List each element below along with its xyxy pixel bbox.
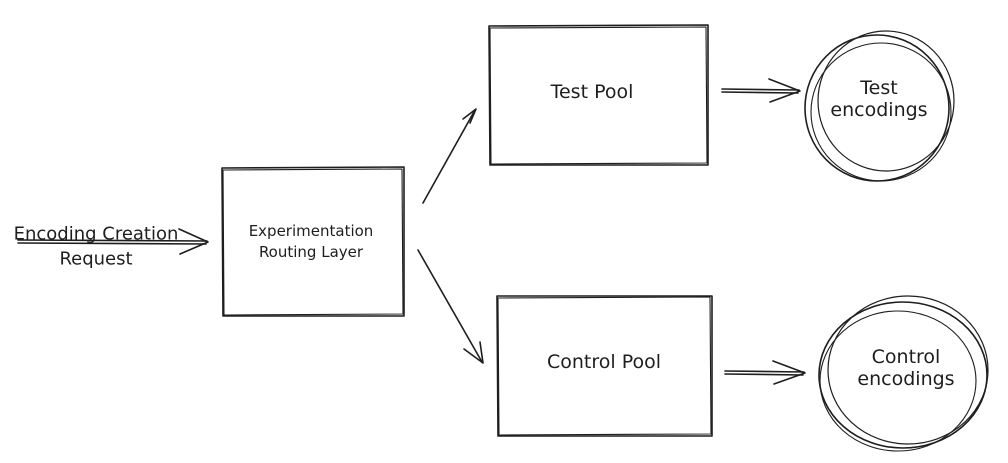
control-pool-label: Control Pool — [546, 351, 662, 374]
control-pool-to-store-arrow — [724, 360, 806, 385]
request-label: Encoding Creation Request — [14, 224, 179, 269]
request-label-line2: Request — [59, 248, 133, 269]
control-encodings-label: Control encodings — [857, 346, 955, 391]
router-to-control-arrow — [417, 249, 484, 364]
test-encodings-circle — [804, 30, 955, 182]
router-to-test-arrow — [422, 108, 477, 204]
routing-layer-label: Experimentation Routing Layer — [248, 221, 374, 262]
request-arrow — [17, 228, 209, 255]
routing-layer-label-line1: Experimentation — [248, 221, 374, 240]
test-encodings-label-line1: Test — [860, 77, 898, 100]
control-encodings-circle — [818, 295, 989, 452]
test-encodings-label: Test encodings — [830, 77, 928, 122]
control-encodings-label-line1: Control — [871, 346, 941, 369]
test-pool-box — [488, 24, 709, 166]
control-pool-box — [496, 295, 713, 437]
routing-layer-label-line2: Routing Layer — [258, 243, 364, 261]
control-encodings-label-line2: encodings — [857, 368, 955, 390]
routing-layer-box — [221, 166, 405, 317]
test-pool-label: Test Pool — [550, 81, 634, 104]
request-label-line1: Encoding Creation — [13, 223, 179, 245]
test-pool-to-store-arrow — [721, 78, 801, 103]
test-encodings-label-line2: encodings — [830, 99, 928, 121]
